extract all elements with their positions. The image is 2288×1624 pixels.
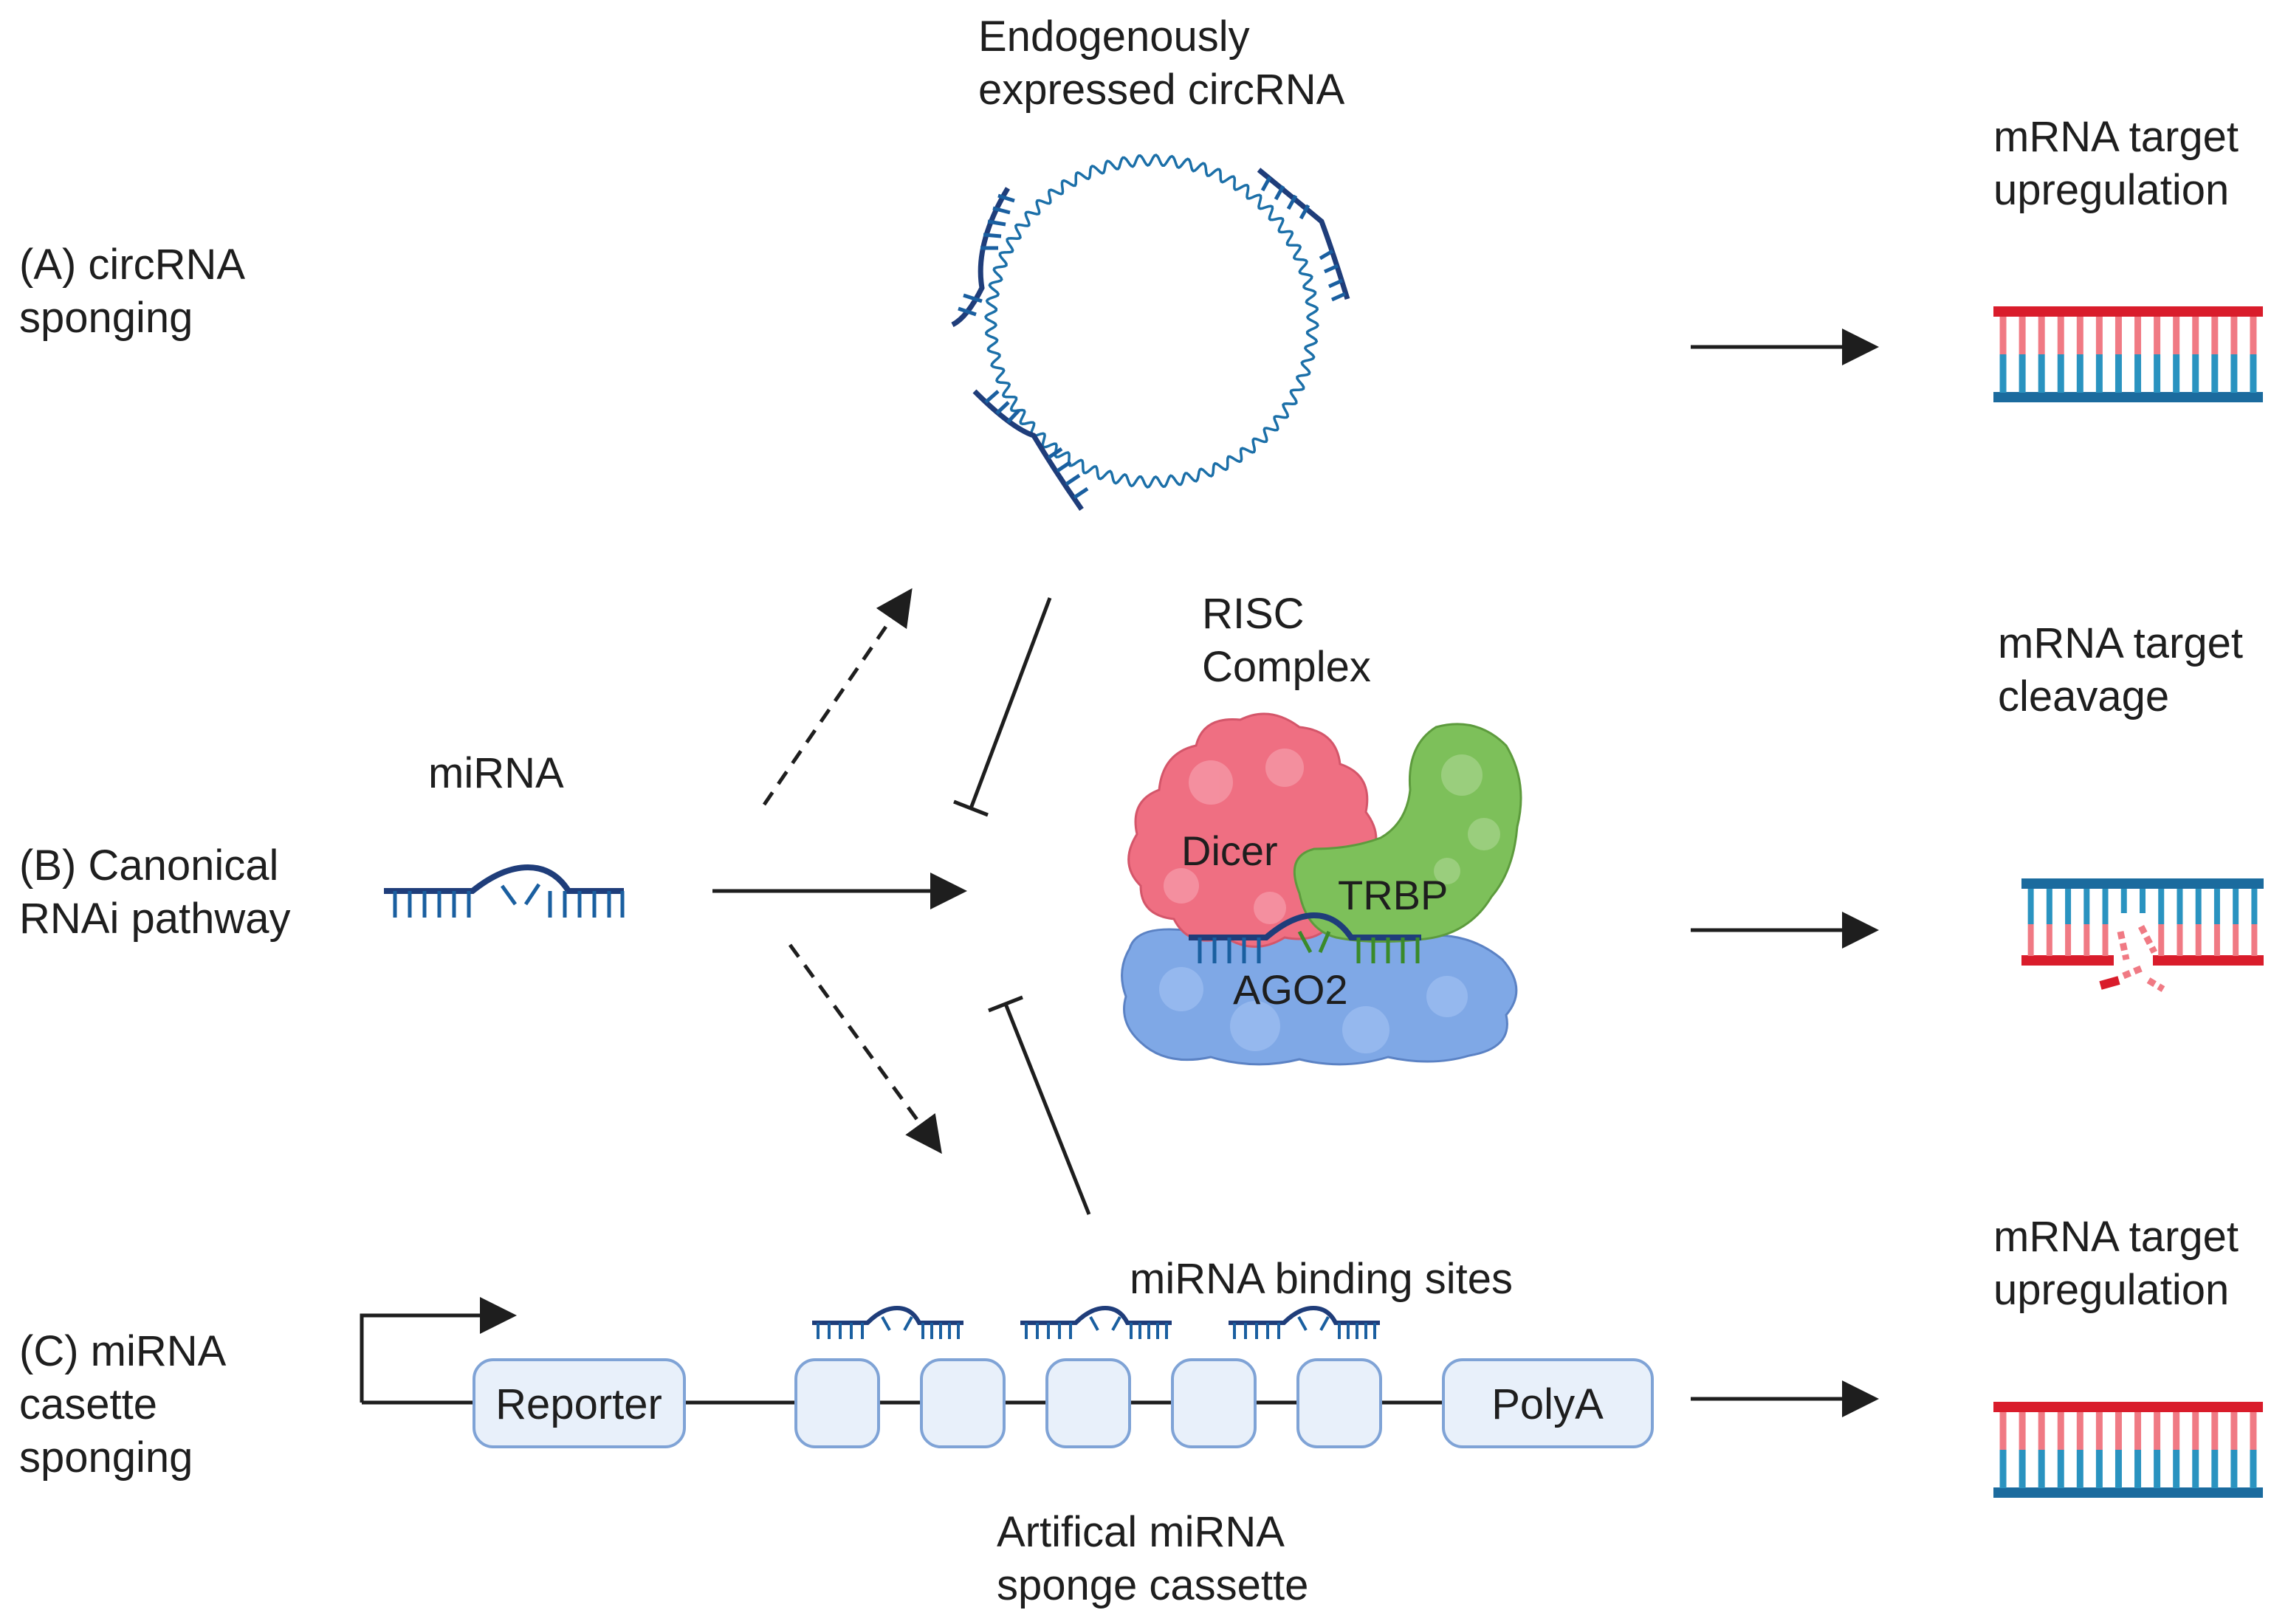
binding-site-box (920, 1358, 1006, 1448)
binding-site-box (1171, 1358, 1257, 1448)
trbp-label: TRBP (1338, 872, 1448, 918)
polya-box (1442, 1358, 1654, 1448)
row-label-b: (B) Canonical RNAi pathway (19, 842, 291, 943)
row-label-a: (A) circRNA sponging (19, 241, 246, 342)
binding-site-mirnas (812, 1305, 1380, 1339)
dashed-arrow-up (762, 588, 913, 806)
mrna-intact-icon-bottom (1993, 1402, 2263, 1498)
inhibit-cassette-risc (1003, 1003, 1091, 1215)
circrna-title: Endogenously expressed circRNA (978, 13, 1345, 114)
dashed-arrow-down (788, 943, 942, 1155)
row-label-c: (C) miRNA casette sponging (19, 1327, 227, 1482)
circ-bound-mirna-bottom (972, 389, 1089, 512)
flow-arrows (712, 328, 1879, 1417)
circ-bound-mirna-left (951, 187, 1015, 328)
risc-title: RISC Complex (1202, 590, 1371, 691)
outcome-label-bottom: mRNA target upregulation (1993, 1213, 2239, 1314)
inhibit-circ-risc (969, 597, 1052, 809)
mirna-title: miRNA (428, 749, 564, 797)
outcome-label-middle: mRNA target cleavage (1998, 619, 2243, 720)
mrna-intact-icon-top (1993, 306, 2263, 402)
binding-site-box (1045, 1358, 1131, 1448)
dicer-label: Dicer (1181, 828, 1278, 874)
polya-label: PolyA (1491, 1380, 1604, 1428)
ago2-label: AGO2 (1233, 966, 1348, 1013)
binding-site-box (794, 1358, 880, 1448)
risc-complex: Dicer TRBP AGO2 (1121, 712, 1522, 1066)
reporter-box (473, 1358, 686, 1448)
binding-sites-label: miRNA binding sites (1130, 1255, 1513, 1303)
mirna-duplex-icon (384, 864, 625, 918)
mrna-cleaved-icon (2021, 878, 2264, 992)
circ-bound-mirna-right (1257, 168, 1350, 302)
binding-site-box (1296, 1358, 1382, 1448)
reporter-label: Reporter (495, 1380, 662, 1428)
cassette-caption: Artifical miRNA sponge cassette (997, 1508, 1309, 1609)
sponge-cassette: Reporter PolyA (360, 1297, 1654, 1448)
promoter-arrow-icon (360, 1297, 517, 1403)
outcome-label-top: mRNA target upregulation (1993, 113, 2239, 214)
circrna-ring (951, 154, 1350, 512)
